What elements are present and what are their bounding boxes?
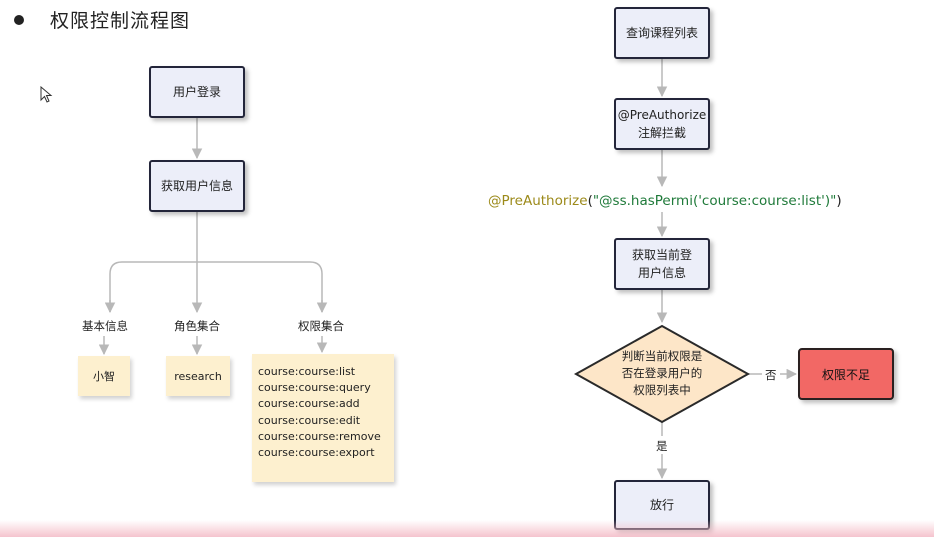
title-row: 权限控制流程图 <box>14 6 190 33</box>
annotation-close-paren: ) <box>836 193 842 209</box>
branch-connector <box>109 212 323 312</box>
permission-item: course:course:list <box>258 365 356 378</box>
permission-denied-box: 权限不足 <box>798 348 894 400</box>
page-title: 权限控制流程图 <box>50 10 191 32</box>
preauthorize-intercept-box: @PreAuthorize 注解拦截 <box>614 98 710 150</box>
bullet-icon <box>14 14 24 25</box>
decision-line-1: 判断当前权限是 <box>621 349 703 363</box>
intercept-line-2: 注解拦截 <box>637 126 686 140</box>
role-note: research <box>166 356 230 396</box>
query-course-list-label: 查询课程列表 <box>625 26 698 40</box>
permission-item: course:course:edit <box>258 413 361 427</box>
role-set-label: 角色集合 <box>174 319 220 333</box>
permission-item: course:course:export <box>258 446 375 460</box>
no-label: 否 <box>765 368 777 382</box>
basic-info-value: 小智 <box>93 370 115 383</box>
annotation-name: @PreAuthorize <box>488 193 588 209</box>
permission-item: course:course:remove <box>258 429 381 443</box>
get-user-info-box: 获取用户信息 <box>149 160 245 212</box>
annotation-open-paren: ( <box>587 193 593 209</box>
annotation-argument: "@ss.hasPermi('course:course:list')" <box>592 193 837 209</box>
permission-set-label: 权限集合 <box>298 319 344 333</box>
user-login-box: 用户登录 <box>149 66 245 118</box>
decision-diamond <box>573 324 751 424</box>
mouse-cursor-icon <box>40 86 53 103</box>
get-current-line-1: 获取当前登 <box>631 248 692 262</box>
user-login-label: 用户登录 <box>172 85 221 99</box>
decision-line-2: 否在登录用户的 <box>621 366 703 380</box>
basic-info-note: 小智 <box>78 356 130 396</box>
decision-line-3: 权限列表中 <box>633 383 691 397</box>
get-user-info-label: 获取用户信息 <box>160 179 233 193</box>
preauthorize-annotation: @PreAuthorize("@ss.hasPermi('course:cour… <box>488 193 842 209</box>
allow-label: 放行 <box>649 498 674 512</box>
role-value: research <box>174 369 222 383</box>
get-current-line-2: 用户信息 <box>637 266 686 280</box>
bottom-overlay-band <box>0 520 934 537</box>
intercept-line-1: @PreAuthorize <box>617 108 707 122</box>
decision-text: 判断当前权限是 否在登录用户的 权限列表中 <box>604 348 720 399</box>
permission-list-note: course:course:list course:course:query c… <box>252 354 394 482</box>
permission-denied-label: 权限不足 <box>821 367 870 382</box>
permission-item: course:course:query <box>258 381 371 395</box>
permission-item: course:course:add <box>258 397 360 411</box>
get-current-user-box: 获取当前登 用户信息 <box>614 238 710 290</box>
yes-label: 是 <box>656 439 668 453</box>
query-course-list-box: 查询课程列表 <box>614 7 710 59</box>
basic-info-label: 基本信息 <box>82 319 128 333</box>
